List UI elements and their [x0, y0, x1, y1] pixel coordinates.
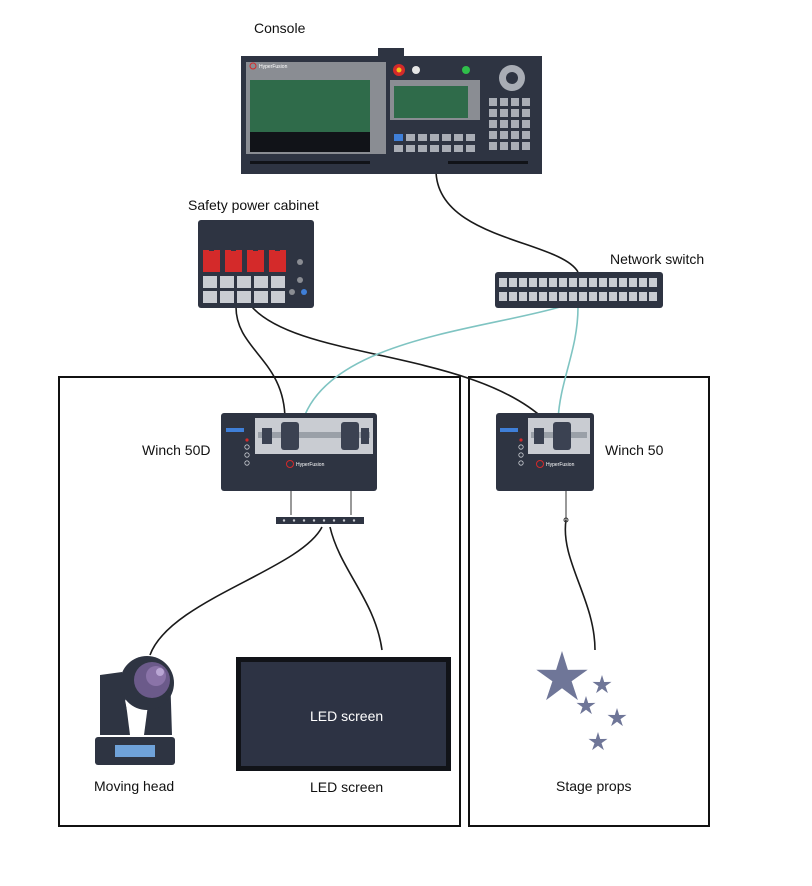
- winch-50-label: Winch 50: [605, 442, 664, 458]
- moving-head-device: [95, 656, 175, 765]
- led-screen-inner-label: LED screen: [310, 708, 383, 724]
- moving-head-label: Moving head: [94, 778, 174, 794]
- winch-50d-device: HyperFusion: [221, 413, 377, 491]
- console-secondary-screen: [394, 86, 468, 118]
- winch-50d-label: Winch 50D: [142, 442, 210, 458]
- safety-cabinet-device: [198, 220, 314, 308]
- cabinet-to-winch50d-power-cable: [235, 306, 286, 421]
- cabinet-to-winch50-power-cable: [251, 306, 546, 421]
- console-keypad: [489, 98, 530, 150]
- winch50-to-props-cable: [564, 519, 596, 651]
- left-zone-frame: [58, 376, 461, 827]
- moving-head-display: [115, 745, 155, 757]
- switch-to-winch50-data-cable: [557, 306, 579, 421]
- winch-50-device: HyperFusion: [496, 413, 594, 491]
- right-zone-frame: [468, 376, 710, 827]
- star-small-icon: [607, 708, 627, 727]
- winch-50-brand-text: HyperFusion: [546, 462, 575, 468]
- console-brand-text: HyperFusion: [259, 64, 288, 70]
- switch-ports: [499, 278, 657, 301]
- console-label: Console: [254, 20, 306, 36]
- star-small-icon: [592, 675, 612, 694]
- stage-props-label: Stage props: [556, 778, 632, 794]
- cabinet-breaker-grid: [203, 276, 285, 303]
- safety-cabinet-label: Safety power cabinet: [188, 197, 319, 213]
- star-large-icon: [536, 651, 588, 701]
- lighting-bar: [276, 517, 364, 524]
- stage-props-stars: [536, 651, 627, 751]
- bar-to-moving-head-cable: [149, 526, 323, 656]
- network-switch-device: [495, 272, 663, 308]
- switch-to-winch50d-data-cable: [302, 306, 561, 421]
- star-small-icon: [576, 696, 596, 715]
- winch-50d-hanging-lines: [290, 491, 352, 515]
- cables: [149, 169, 596, 656]
- led-screen-label: LED screen: [310, 779, 383, 795]
- console-main-screen: [250, 80, 370, 132]
- console-device: HyperFusion: [241, 48, 542, 174]
- led-screen-device: [236, 657, 451, 771]
- winch-50d-brand-text: HyperFusion: [296, 462, 325, 468]
- star-small-icon: [588, 732, 608, 751]
- console-to-switch-cable: [435, 169, 579, 273]
- cabinet-red-sockets: [203, 250, 286, 272]
- bar-to-led-screen-cable: [329, 526, 383, 651]
- network-switch-label: Network switch: [610, 251, 704, 267]
